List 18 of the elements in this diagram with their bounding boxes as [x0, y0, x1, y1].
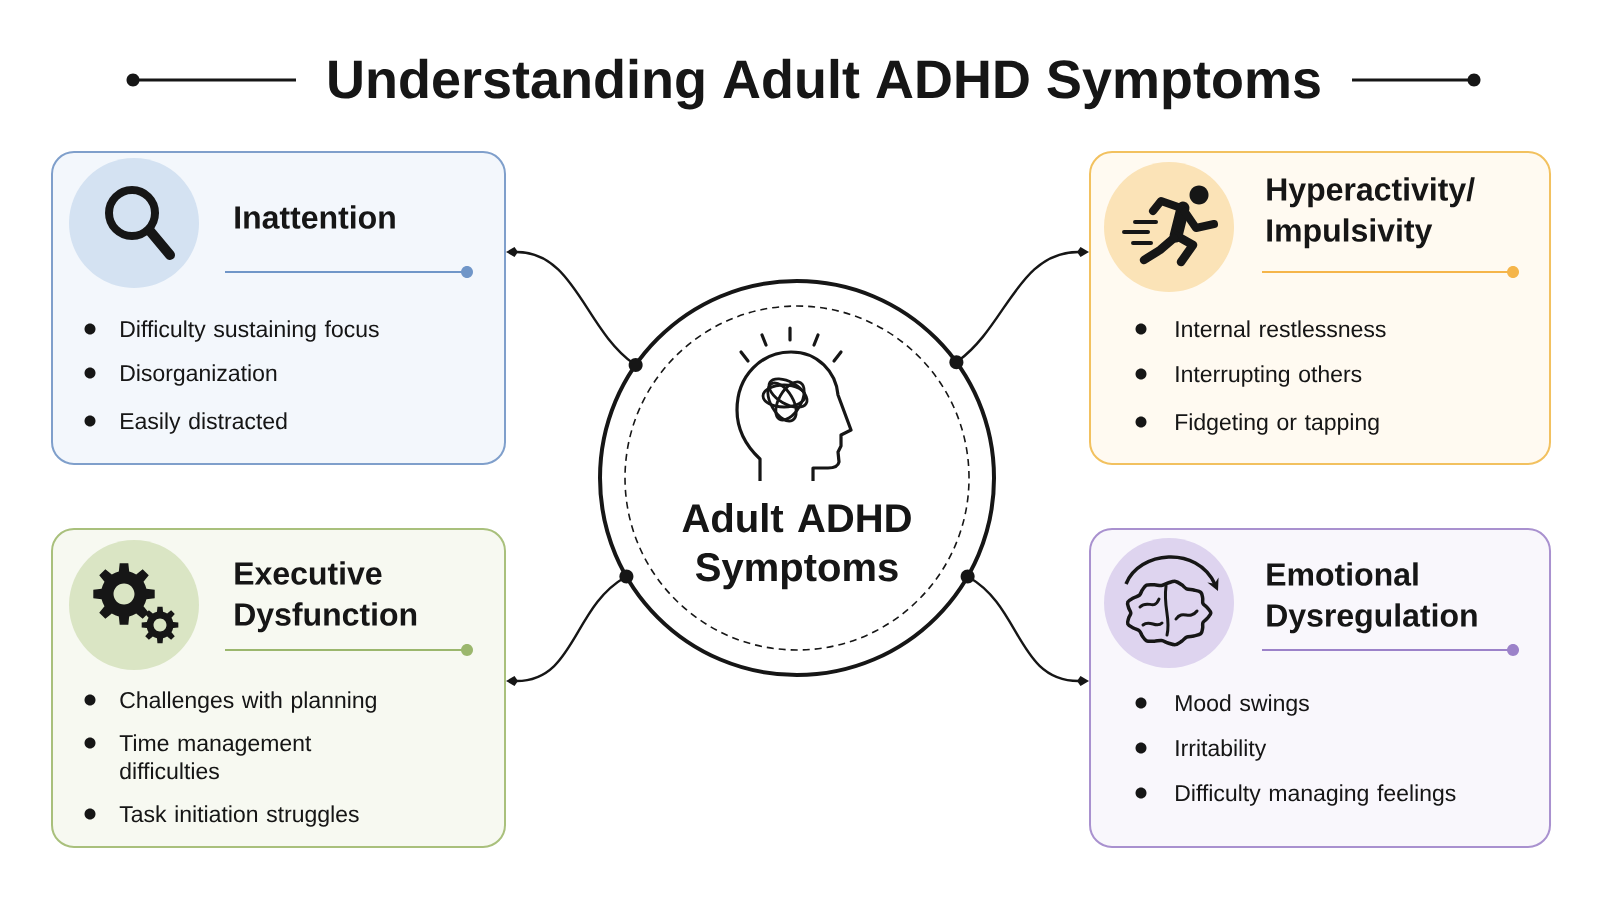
list-item: Interrupting others: [1176, 365, 1362, 387]
list-item: Easily distracted: [121, 412, 287, 434]
hub-label: Adult ADHD Symptoms: [682, 503, 911, 590]
card-heading: Hyperactivity/ Impulsivity: [1267, 177, 1475, 249]
card-heading: Executive Dysfunction: [235, 561, 417, 633]
title: Understanding Adult ADHD Symptoms: [329, 58, 1320, 110]
list-item: Internal restlessness: [1176, 320, 1386, 338]
list-item: Mood swings: [1176, 694, 1309, 716]
list-item: Difficulty managing feelings: [1176, 784, 1456, 806]
list-item: Difficulty sustaining focus: [121, 320, 379, 342]
card-heading: Emotional Dysregulation: [1267, 562, 1477, 634]
list-item: Disorganization: [121, 364, 277, 386]
list-item: Irritability: [1176, 739, 1267, 761]
list-item: Fidgeting or tapping: [1176, 413, 1379, 435]
card-heading: Inattention: [235, 205, 395, 229]
list-item: Task initiation struggles: [119, 805, 359, 827]
list-item: Challenges with planning: [120, 691, 376, 713]
list-item: Time management difficulties: [119, 734, 312, 780]
